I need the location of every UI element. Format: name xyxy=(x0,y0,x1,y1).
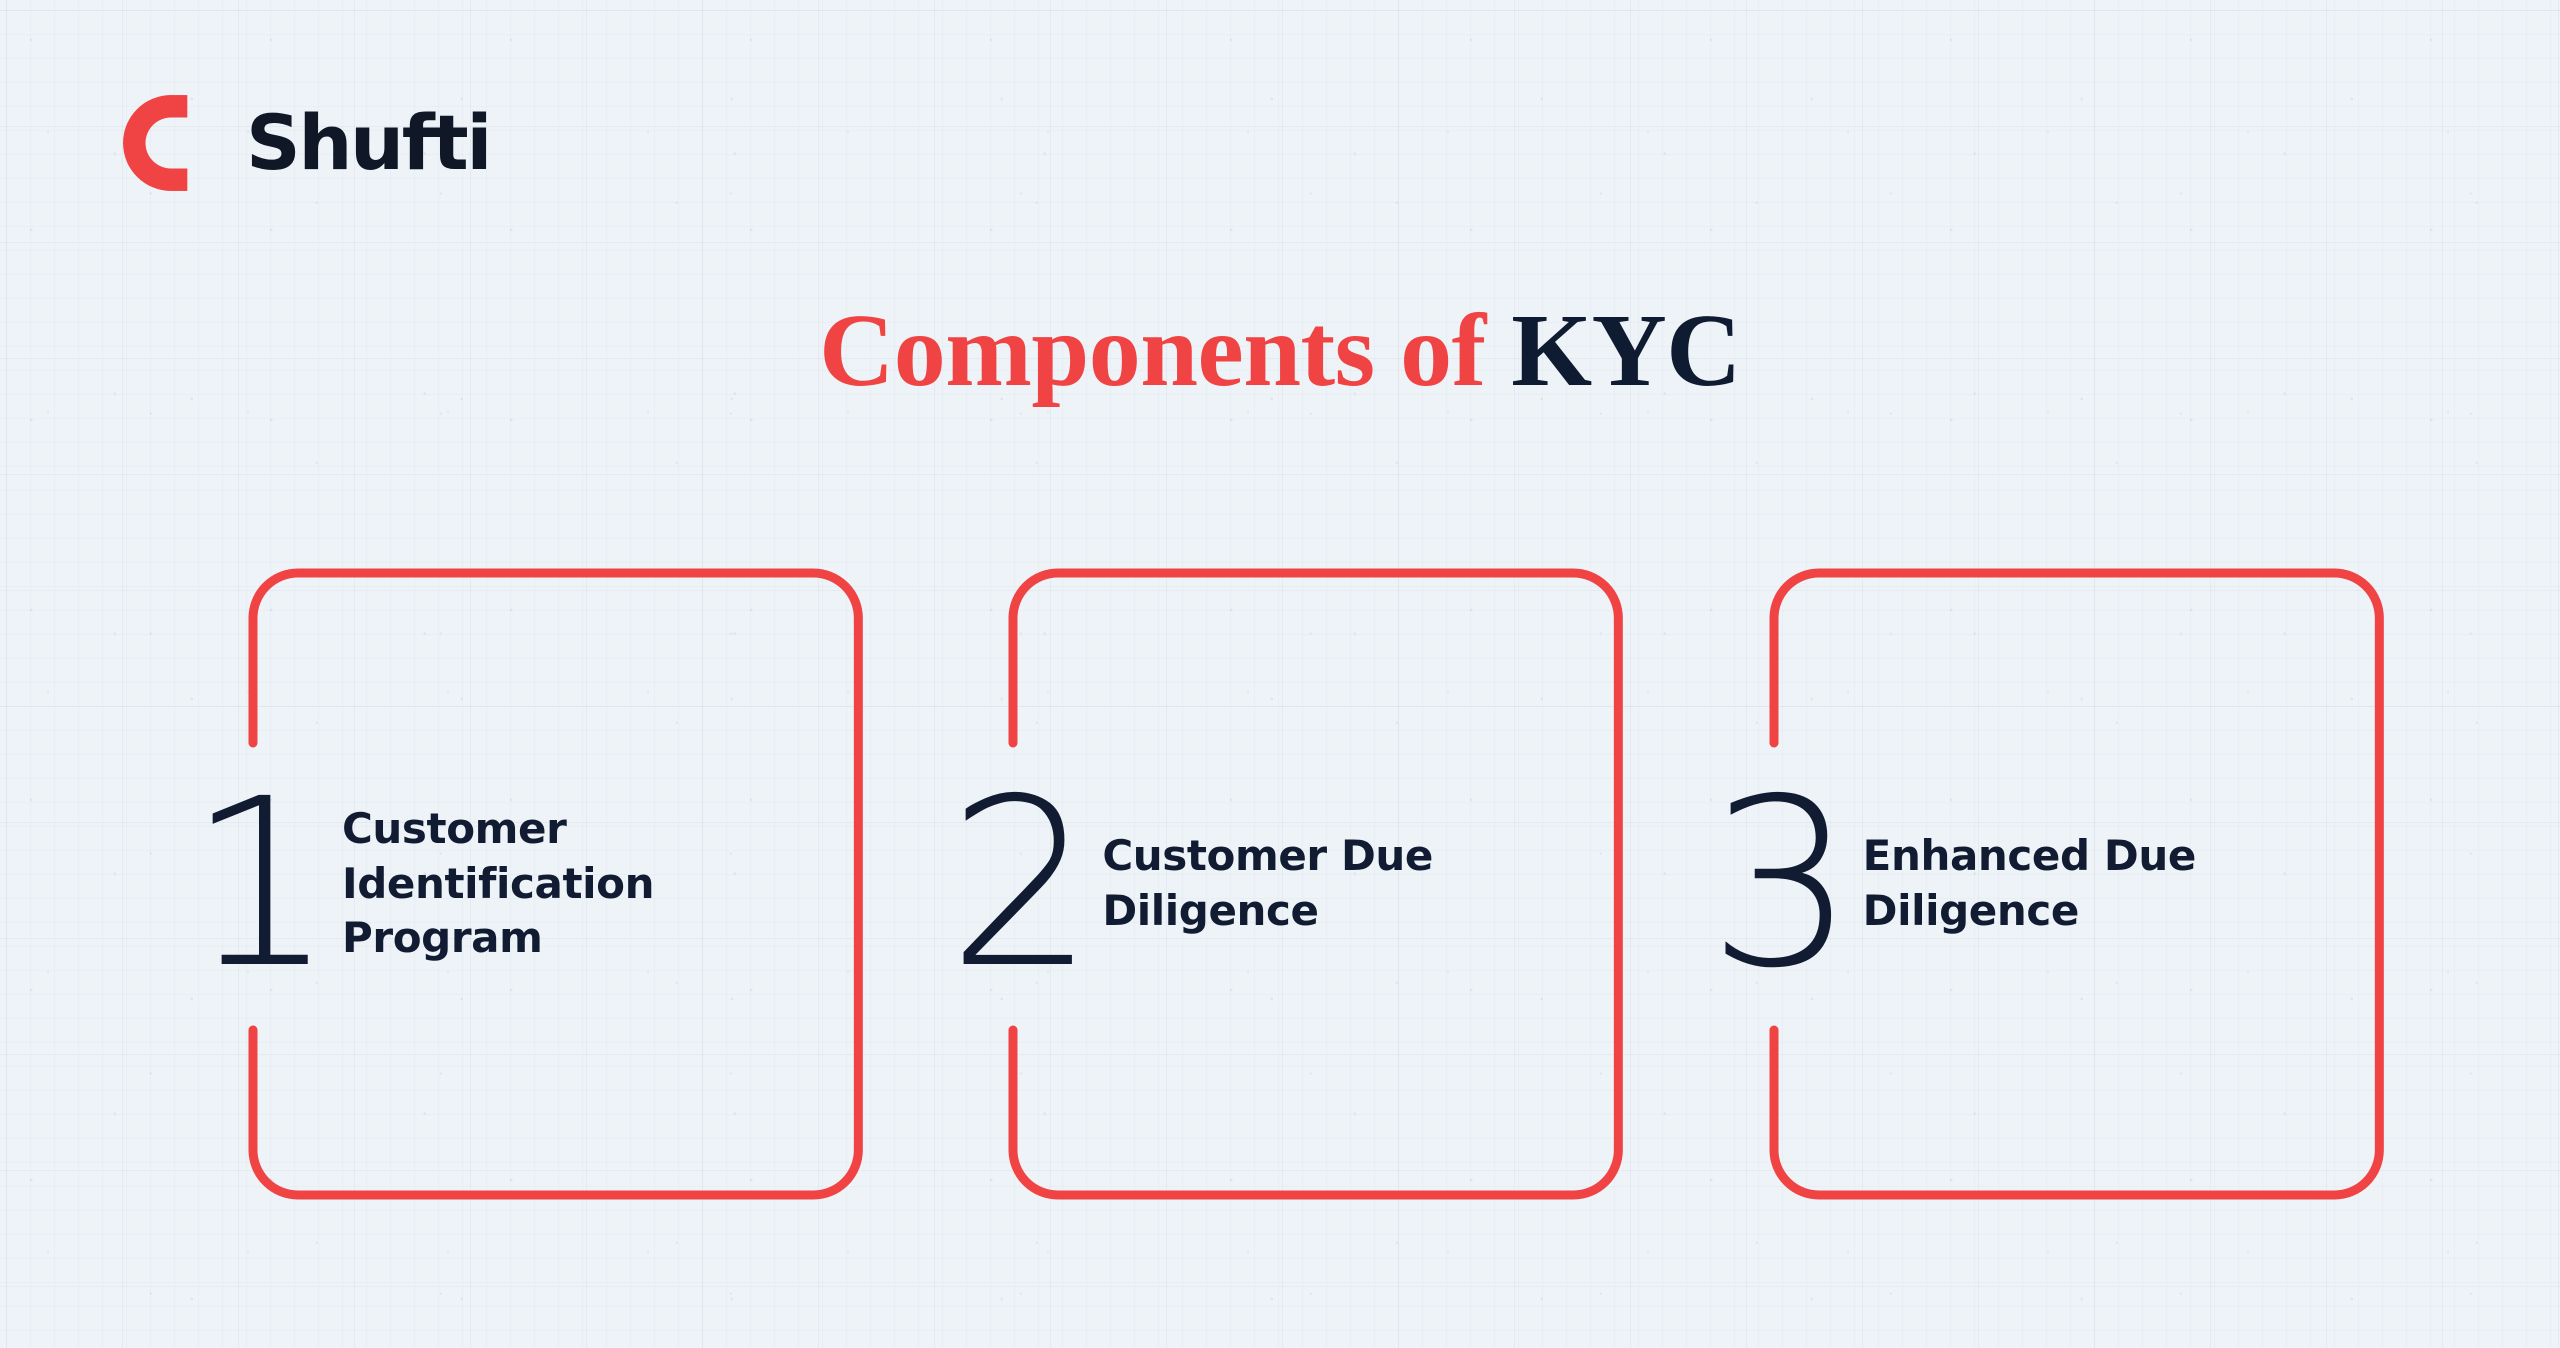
card-title: Customer Identification Program xyxy=(342,804,655,963)
card-body: Customer Due Diligence xyxy=(1102,568,1583,1200)
brand-logo: Shufti xyxy=(120,92,492,194)
component-card-1[interactable]: 1 Customer Identification Program xyxy=(187,568,863,1200)
card-number: 2 xyxy=(947,749,1096,1019)
card-title: Customer Due Diligence xyxy=(1102,831,1434,935)
card-title: Enhanced Due Diligence xyxy=(1862,831,2197,935)
shufti-ring-logo-icon xyxy=(123,95,188,191)
page-title-dark: KYC xyxy=(1511,293,1741,408)
component-card-2[interactable]: 2 Customer Due Diligence xyxy=(948,568,1624,1200)
card-body: Enhanced Due Diligence xyxy=(1863,568,2344,1200)
component-card-3[interactable]: 3 Enhanced Due Diligence xyxy=(1708,568,2384,1200)
card-number: 1 xyxy=(187,749,335,1019)
page-title: Components of KYC xyxy=(0,293,2560,408)
card-number: 3 xyxy=(1707,749,1856,1019)
page-title-accent: Components of xyxy=(819,293,1512,408)
brand-wordmark: Shufti xyxy=(246,98,492,187)
card-body: Customer Identification Program xyxy=(342,568,823,1200)
card-border-frame xyxy=(1769,568,2384,1200)
card-border-frame xyxy=(248,568,863,1200)
components-card-row: 1 Customer Identification Program 2 Cust… xyxy=(187,568,2384,1200)
card-border-frame xyxy=(1008,568,1624,1200)
